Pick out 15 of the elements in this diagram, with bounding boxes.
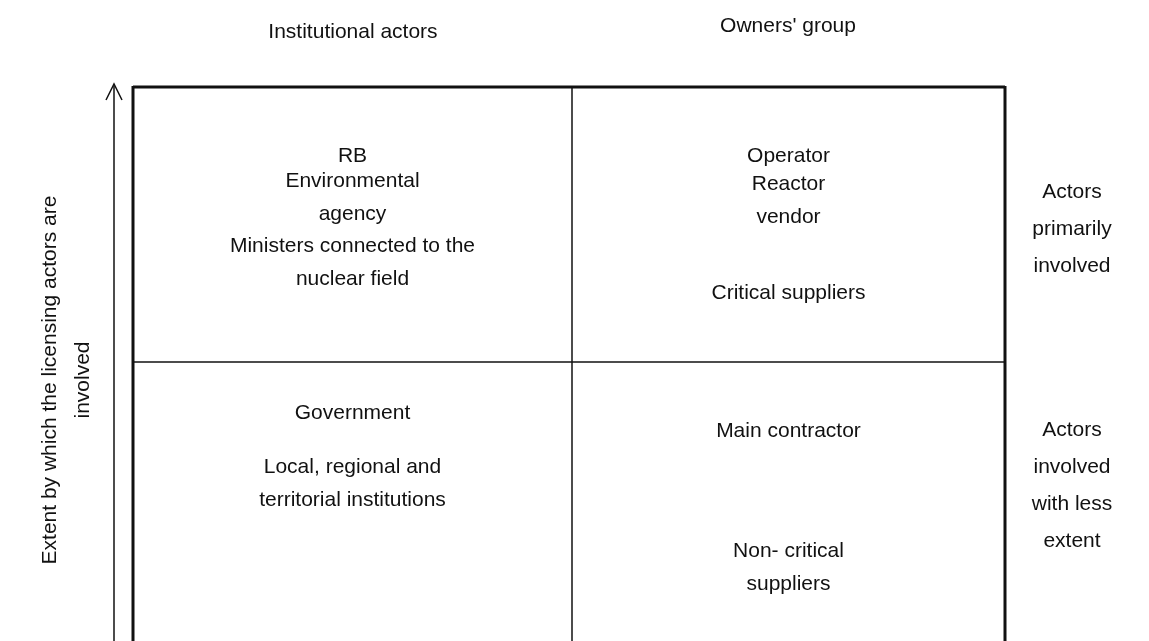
cell-text: Government	[293, 399, 412, 425]
cell-text: Local, regional and territorial institutions	[258, 453, 447, 512]
row-label: Actors involved with less extent	[1030, 416, 1114, 553]
column-header: Institutional actors	[267, 18, 439, 44]
row-label: Actors primarily involved	[1031, 178, 1113, 278]
cell-text: Non- critical suppliers	[732, 537, 845, 596]
cell-text: Reactor vendor	[750, 170, 827, 229]
column-header: Owners' group	[719, 12, 857, 38]
axis-label: Extent by which the licensing actors are involved	[36, 194, 94, 567]
cell-text: Environmental agency	[284, 167, 421, 226]
cell-text: Critical suppliers	[710, 279, 867, 305]
cell-text: RB	[336, 142, 369, 168]
cell-text: Ministers connected to the nuclear field	[228, 232, 477, 291]
cell-text: Main contractor	[715, 417, 862, 443]
cell-text: Operator	[746, 142, 831, 168]
